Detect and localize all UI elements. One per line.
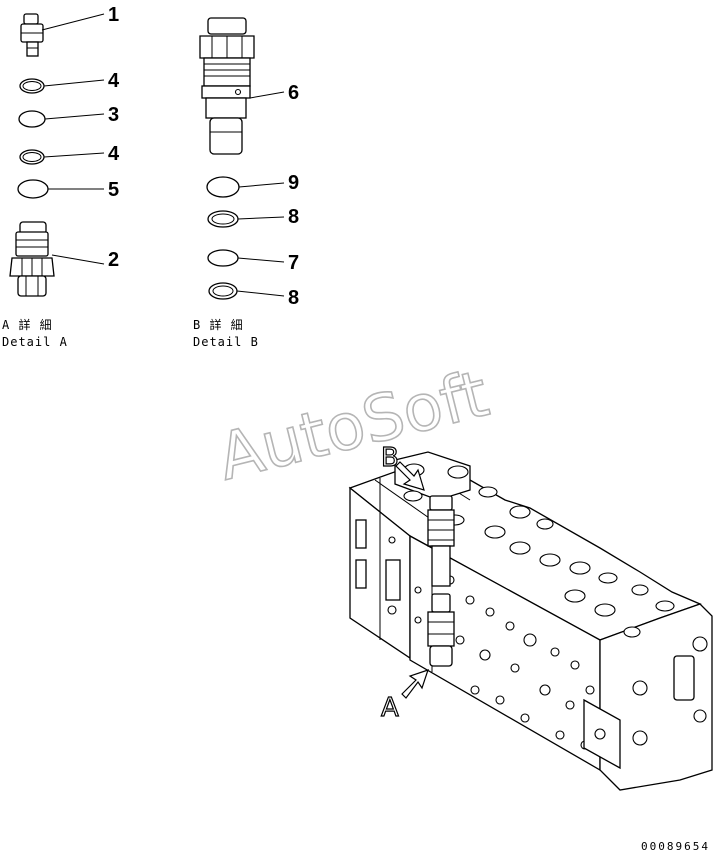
- callout-1: 1: [108, 4, 119, 26]
- view-label-a: A: [381, 693, 399, 723]
- callout-4-lower: 4: [108, 143, 120, 165]
- callout-6: 6: [288, 82, 299, 104]
- arrow-b-icon: [395, 461, 425, 491]
- view-label-b: B: [381, 443, 399, 473]
- callout-5: 5: [108, 179, 119, 201]
- part-2-valve: [9, 221, 55, 297]
- installed-valve-b: [427, 495, 455, 587]
- detail-a-jp: A 詳 細: [2, 317, 53, 332]
- callout-8-upper: 8: [288, 206, 299, 228]
- o-ring-7: [207, 249, 239, 267]
- arrow-a-icon: [401, 669, 429, 699]
- o-ring-5: [17, 179, 49, 199]
- detail-b-jp: B 詳 細: [193, 317, 244, 332]
- callout-4-upper: 4: [108, 70, 120, 92]
- detail-a-en: Detail A: [2, 335, 68, 349]
- installed-valve-a: [427, 593, 455, 667]
- detail-b-en: Detail B: [193, 335, 259, 349]
- o-ring-9: [206, 176, 240, 198]
- callout-3: 3: [108, 104, 119, 126]
- left-ports: [387, 536, 422, 624]
- control-valve-block: [348, 451, 713, 791]
- part-6-valve: [199, 17, 255, 155]
- end-block-details: [583, 636, 708, 770]
- drawing-number: 00089654: [641, 840, 710, 853]
- callout-8-lower: 8: [288, 287, 299, 309]
- leader-lines-a: [41, 13, 105, 265]
- front-ports: [445, 575, 595, 750]
- callout-2: 2: [108, 249, 119, 271]
- o-ring-3: [18, 110, 46, 128]
- part-1-poppet: [20, 13, 44, 57]
- callout-9: 9: [288, 172, 299, 194]
- callout-7: 7: [288, 252, 299, 274]
- leader-lines-b: [236, 91, 285, 297]
- top-ports: [403, 463, 675, 638]
